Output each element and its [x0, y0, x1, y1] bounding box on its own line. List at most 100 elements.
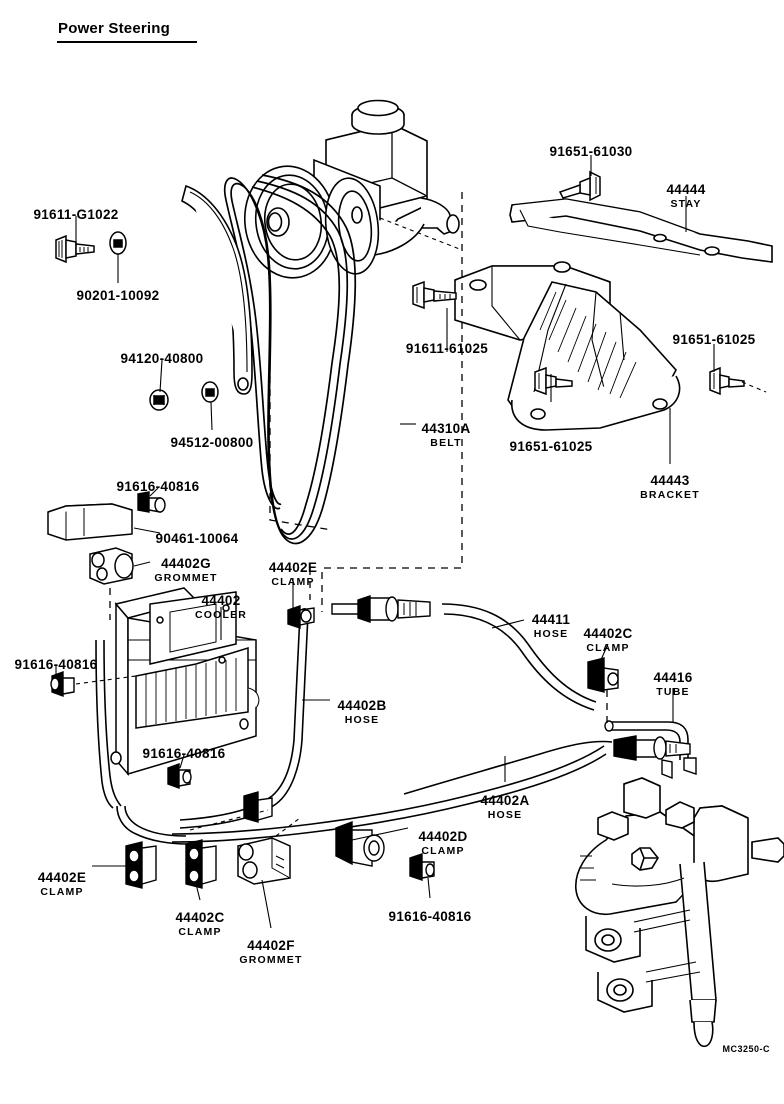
part-label-91611-61025[interactable]: 91611-61025: [405, 341, 489, 356]
part-name: HOSE: [533, 628, 569, 640]
part-number: 94120-40800: [120, 351, 204, 366]
hose-44402a-branch: [95, 639, 189, 845]
part-label-91616-40816[interactable]: 91616-40816: [388, 909, 472, 924]
footer-code: MC3250-C: [722, 1044, 770, 1054]
part-number: 90201-10092: [76, 288, 160, 303]
part-number: 44402F: [247, 938, 295, 953]
clamp-44402e-top: [287, 605, 315, 629]
bolt-91651-61025-right: [709, 366, 745, 396]
hose-44402a: [171, 745, 607, 843]
part-number: 91616-40816: [116, 479, 200, 494]
nut-94120-40800: [149, 389, 169, 411]
part-name: STAY: [670, 198, 702, 210]
part-number: 44402C: [175, 910, 225, 925]
part-number: 44402D: [418, 829, 468, 844]
clamp-44402c-right: [587, 657, 619, 693]
hose-44411: [441, 603, 597, 711]
part-label-91616-40816[interactable]: 91616-40816: [143, 747, 226, 761]
part-number: 44411: [531, 612, 571, 627]
bolt-91651-61030: [558, 170, 601, 202]
part-name: CLAMP: [421, 845, 465, 857]
part-label-91616-40816[interactable]: 91616-40816: [116, 479, 200, 494]
part-number: 94512-00800: [170, 435, 254, 450]
part-label-91616-40816[interactable]: 91616-40816: [14, 657, 98, 672]
part-name: HOSE: [344, 714, 380, 726]
bolt-91616-40816-left: [50, 671, 75, 697]
part-number: 91651-61030: [549, 144, 633, 159]
part-number: 44310A: [421, 421, 471, 436]
clamp-44402d: [335, 820, 385, 867]
tube-44416: [604, 720, 689, 760]
part-name: BELT: [430, 437, 462, 449]
tube-fitting: [613, 735, 697, 780]
page-title: Power Steering: [58, 20, 170, 37]
part-number: 44402B: [337, 698, 387, 713]
oil-cooler: [110, 587, 260, 777]
part-number: 91651-61025: [672, 332, 756, 347]
part-label-94120-40800[interactable]: 94120-40800: [120, 351, 204, 366]
part-name: COOLER: [194, 609, 248, 621]
part-number: 44402E: [37, 870, 87, 885]
leader-lines: [55, 155, 767, 929]
part-label-90461-10064[interactable]: 90461-10064: [155, 531, 239, 546]
part-number: 91616-40816: [388, 909, 472, 924]
bolt-91616-40816-top: [137, 491, 166, 513]
adjusting-bar: [181, 184, 253, 395]
part-number: 44402C: [583, 626, 633, 641]
part-label-91611-g1022[interactable]: 91611-G1022: [33, 207, 119, 222]
part-name: CLAMP: [178, 926, 222, 938]
part-number: 44402A: [480, 793, 530, 808]
part-number: 44443: [650, 473, 690, 488]
part-number: 44402E: [268, 560, 318, 575]
bolt-91611-61025: [412, 280, 457, 310]
part-number: 91611-G1022: [33, 207, 119, 222]
part-label-91651-61025[interactable]: 91651-61025: [509, 439, 593, 454]
part-number: 91651-61025: [509, 439, 593, 454]
grommet-44402g: [89, 547, 134, 585]
part-number: 44402G: [161, 556, 211, 571]
part-name: TUBE: [656, 686, 690, 698]
washer-90201-10092: [109, 231, 127, 255]
part-label-94512-00800[interactable]: 94512-00800: [170, 435, 254, 450]
grommet-44402f: [237, 837, 291, 885]
part-name: BRACKET: [640, 489, 700, 501]
part-label-91651-61025[interactable]: 91651-61025: [672, 332, 756, 347]
bolt-91651-61025-left: [534, 366, 573, 396]
bolt-91616-40816-bottom: [409, 853, 435, 881]
bolt-91616-40816-mid: [167, 763, 192, 789]
stay-bar: [509, 198, 773, 263]
part-name: GROMMET: [154, 572, 218, 584]
part-number: 91616-40816: [14, 657, 98, 672]
part-number: 91611-61025: [405, 341, 489, 356]
part-name: HOSE: [487, 809, 523, 821]
part-number: 44416: [653, 670, 693, 685]
steering-gear-box: [575, 777, 784, 1048]
part-number: 90461-10064: [155, 531, 239, 546]
part-label-90201-10092[interactable]: 90201-10092: [76, 288, 160, 303]
part-name: CLAMP: [40, 886, 84, 898]
retainer-90461-10064: [47, 503, 133, 541]
bolt-91611-g1022: [55, 234, 95, 264]
part-name: CLAMP: [271, 576, 315, 588]
hose-fitting-left: [331, 595, 431, 623]
part-label-91651-61030[interactable]: 91651-61030: [549, 144, 633, 159]
clamp-44402c-midright: [243, 791, 273, 823]
part-name: CLAMP: [586, 642, 630, 654]
